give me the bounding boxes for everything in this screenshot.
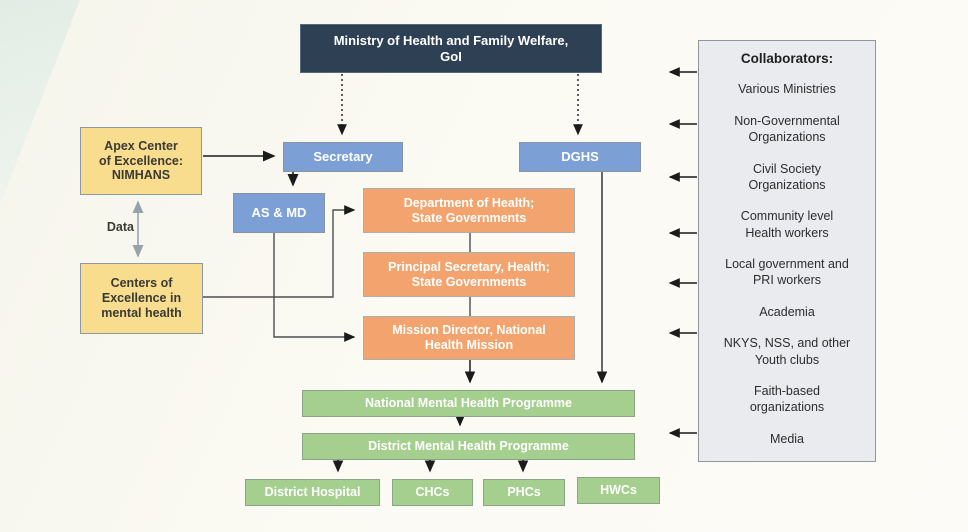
collaborator-item: Local government and PRI workers [725, 257, 849, 288]
principal-secretary-box: Principal Secretary, Health; State Gover… [363, 252, 575, 297]
dept-health-box: Department of Health; State Governments [363, 188, 575, 233]
collaborator-item: Civil Society Organizations [748, 161, 826, 192]
nmhp-box: National Mental Health Programme [302, 390, 635, 417]
collaborators-panel: Collaborators: Various Ministries Non-Go… [698, 40, 876, 462]
collaborators-title: Collaborators: [740, 51, 834, 66]
secretary-box: Secretary [283, 142, 403, 172]
collaborator-item: Various Ministries [738, 82, 836, 97]
mission-director-box: Mission Director, National Health Missio… [363, 316, 575, 360]
centers-of-excellence-box: Centers of Excellence in mental health [80, 263, 203, 334]
chcs-box: CHCs [392, 479, 473, 506]
collaborator-item: Community level Health workers [740, 209, 834, 240]
dmhp-box: District Mental Health Programme [302, 433, 635, 460]
apex-center-box: Apex Center of Excellence: NIMHANS [80, 127, 202, 195]
dghs-box: DGHS [519, 142, 641, 172]
collaborator-item: Faith-based organizations [749, 384, 825, 415]
collaborator-item: Non-Governmental Organizations [734, 113, 840, 144]
data-label: Data [106, 220, 134, 234]
district-hospital-box: District Hospital [245, 479, 380, 506]
hwcs-box: HWCs [577, 477, 660, 504]
collaborator-item: Academia [759, 304, 815, 319]
collaborator-item: NKYS, NSS, and other Youth clubs [723, 336, 851, 367]
ministry-box: Ministry of Health and Family Welfare, G… [300, 24, 602, 73]
phcs-box: PHCs [483, 479, 565, 506]
as-md-box: AS & MD [233, 193, 325, 233]
collaborator-item: Media [769, 431, 805, 446]
